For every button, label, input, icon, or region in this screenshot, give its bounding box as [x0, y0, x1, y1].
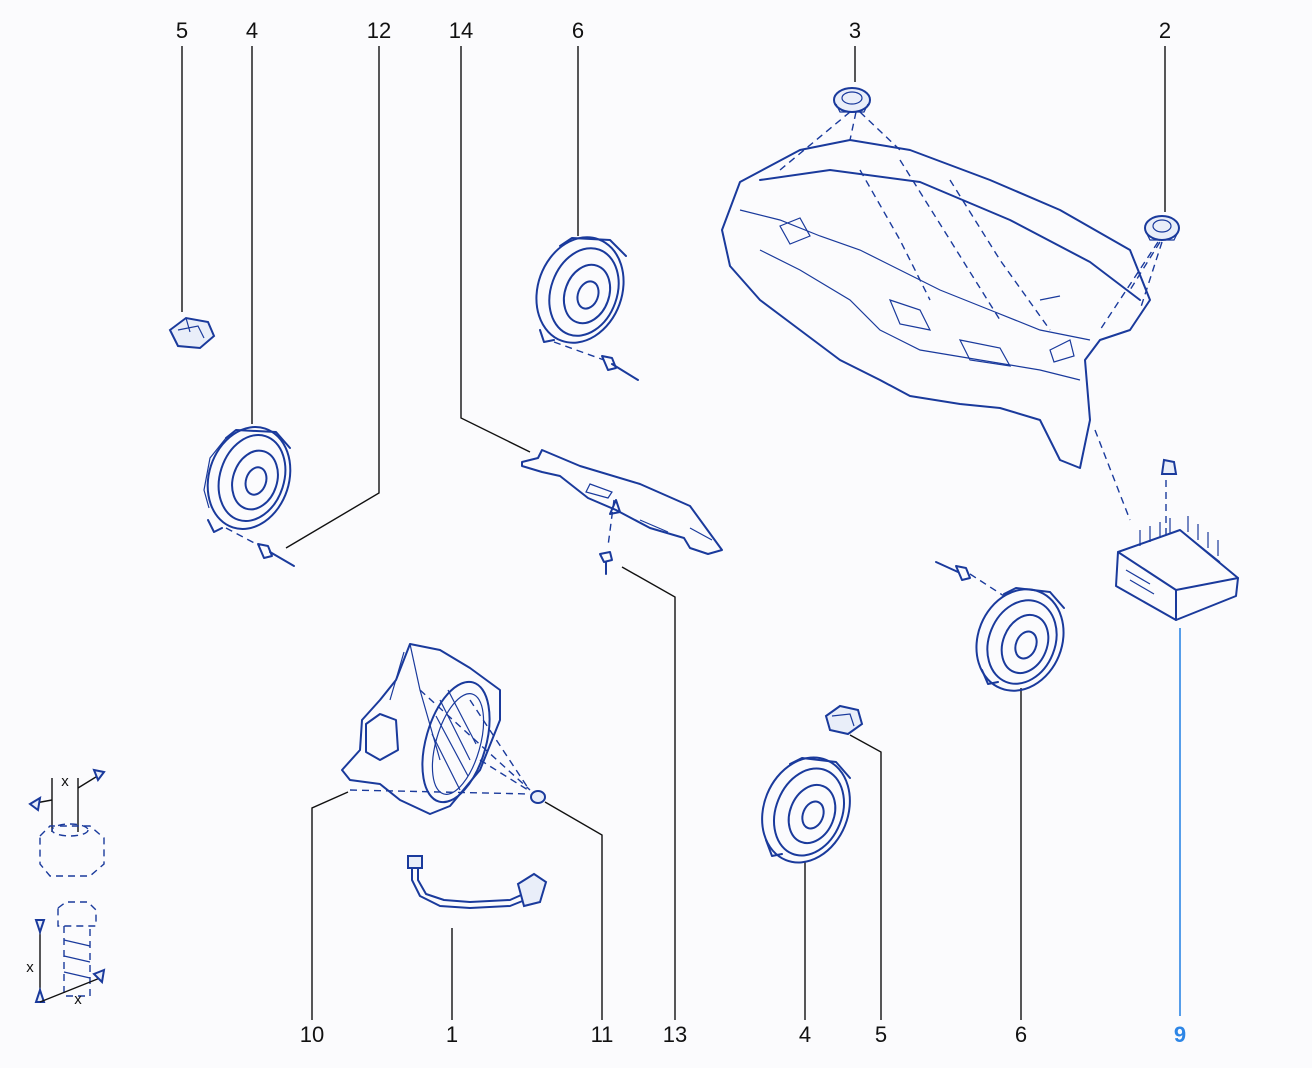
subwoofer-part-10	[341, 643, 531, 815]
speaker-part-4-bottom	[761, 756, 851, 864]
screw-part-6-top	[553, 341, 639, 381]
callout-top-14: 14	[449, 18, 473, 43]
callout-bottom-9: 9	[1174, 1022, 1186, 1047]
callout-top-5: 5	[176, 18, 188, 43]
clip-part-2	[1144, 215, 1180, 241]
legend-nut-dim: x	[61, 773, 69, 790]
callout-bottom-5: 5	[875, 1022, 887, 1047]
callout-top-12: 12	[367, 18, 391, 43]
callout-bottom-6: 6	[1015, 1022, 1027, 1047]
callout-top-3: 3	[849, 18, 861, 43]
speaker-part-6-top	[535, 236, 627, 344]
legend-bolt-dim-side: x	[26, 959, 34, 976]
screw-part-13	[599, 499, 621, 575]
amplifier-module-part-9	[1094, 429, 1239, 621]
nut-part-11	[530, 790, 546, 804]
callout-bottom-10: 10	[300, 1022, 324, 1047]
callout-bottom-4: 4	[799, 1022, 811, 1047]
speaker-part-6-right	[975, 587, 1065, 692]
speaker-part-4-top	[203, 426, 292, 533]
callout-bottom-11: 11	[591, 1022, 614, 1047]
cable-part-1	[407, 855, 548, 909]
torque-legend: x x x	[26, 768, 106, 1008]
leader-lines	[181, 46, 1181, 1020]
dashboard-assembly	[721, 111, 1163, 469]
callout-bottom-13: 13	[663, 1022, 687, 1047]
callout-top-4: 4	[246, 18, 258, 43]
clip-part-5-bottom	[824, 704, 864, 736]
callout-top-6: 6	[572, 18, 584, 43]
screw-part-12	[225, 527, 295, 567]
clip-part-3	[833, 87, 871, 113]
screw-part-6-right	[935, 561, 1005, 597]
callout-top-2: 2	[1159, 18, 1171, 43]
clip-part-5-top	[168, 316, 216, 350]
bracket-part-14	[521, 449, 723, 555]
callout-bottom-1: 1	[446, 1022, 458, 1047]
legend-bolt-dim-bottom: x	[74, 991, 82, 1008]
